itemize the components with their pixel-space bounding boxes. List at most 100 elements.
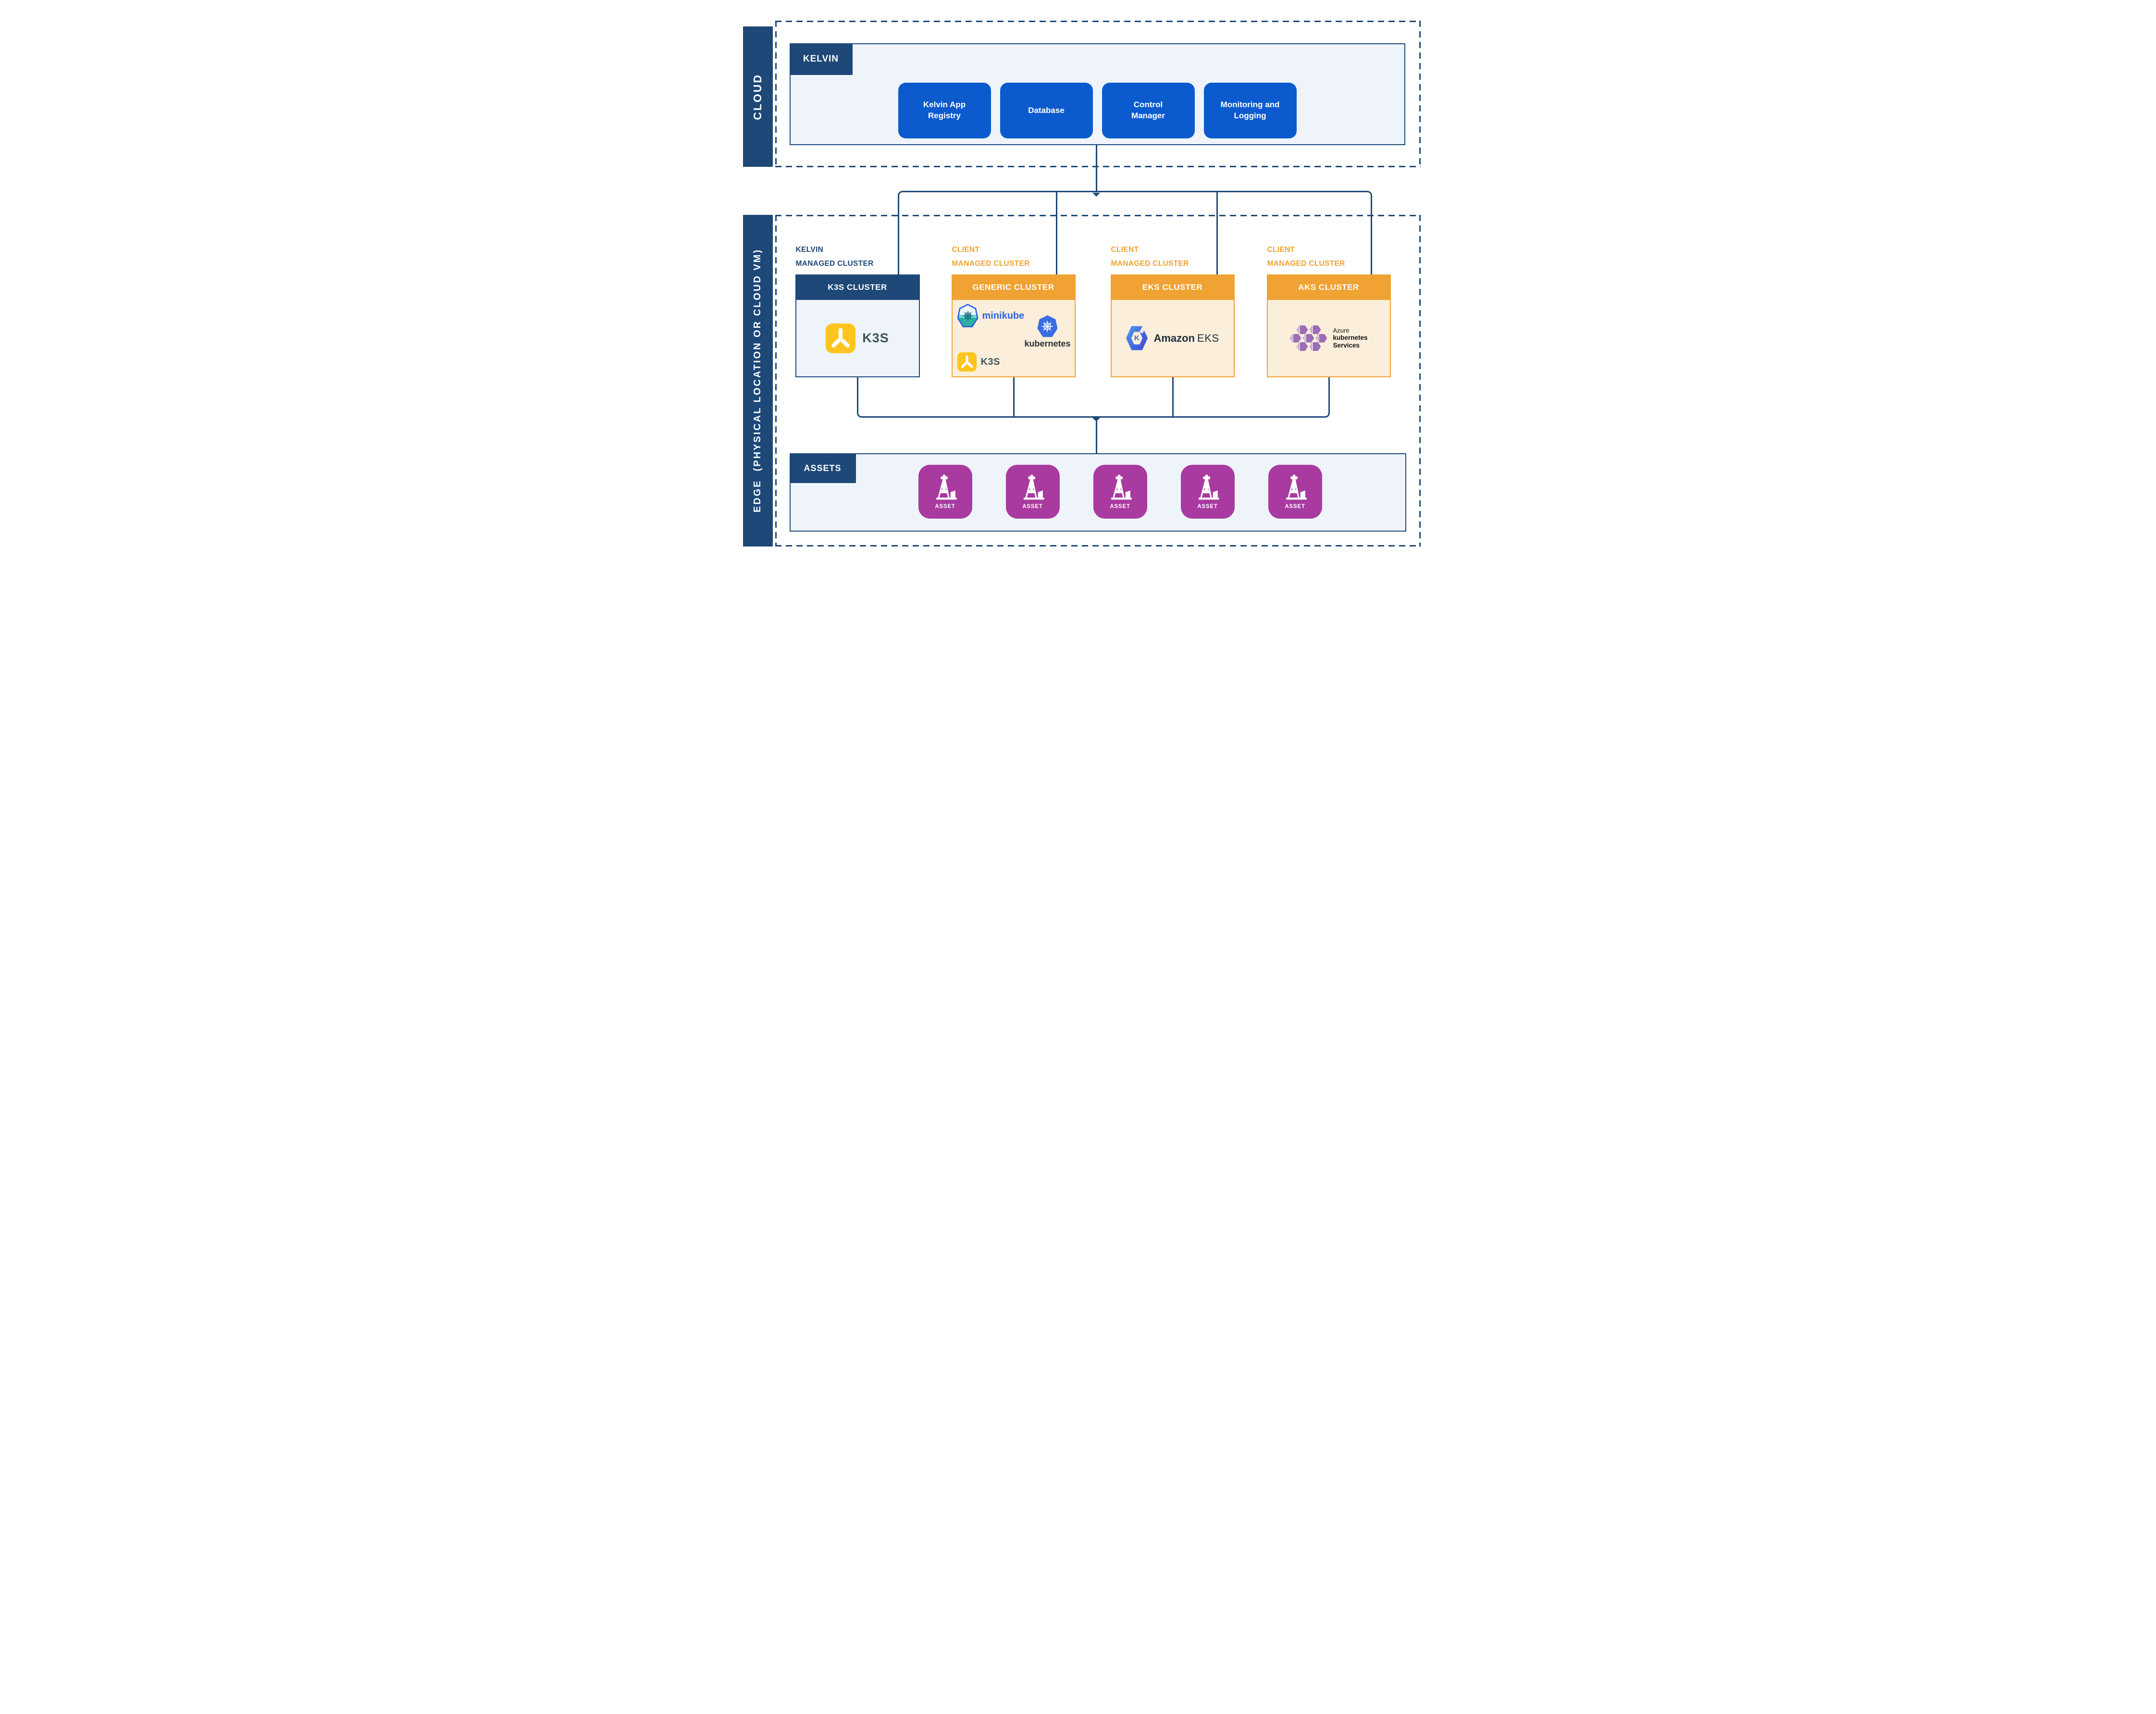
aks-cluster-body: Azure kubernetes Services	[1266, 300, 1391, 377]
k3s-wordmark: K3S	[980, 356, 1000, 367]
connector-assets-drop	[1095, 416, 1097, 454]
group-label-line2: MANAGED CLUSTER	[952, 259, 1030, 268]
k3s-logo-group: K3S	[957, 352, 1000, 372]
asset-tile: ASSET	[918, 465, 972, 519]
kubernetes-wordmark: kubernetes	[1024, 339, 1071, 348]
cloud-region	[775, 21, 1421, 167]
kelvin-tab: KELVIN	[789, 43, 853, 75]
generic-cluster-body: minikube kubernetes	[951, 300, 1076, 377]
kelvin-app-registry-node: Kelvin App Registry	[898, 83, 991, 138]
kubernetes-logo-group: kubernetes	[1024, 315, 1071, 349]
eks-cluster-header: EKS CLUSTER	[1110, 274, 1235, 300]
k3s-wordmark: K3S	[862, 331, 889, 345]
group-label-line1: CLIENT	[1267, 246, 1295, 254]
amazon-eks-icon: K	[1126, 326, 1148, 350]
kelvin-panel: KELVIN Kelvin App Registry Database Cont…	[789, 43, 1405, 145]
monitoring-logging-node: Monitoring and Logging	[1203, 83, 1297, 138]
oil-derrick-icon	[1023, 474, 1044, 500]
connector-rise-eks	[1172, 377, 1174, 417]
oil-derrick-icon	[1198, 474, 1219, 500]
database-node: Database	[1000, 83, 1093, 138]
services-text: Services	[1333, 342, 1360, 349]
asset-label: ASSET	[1110, 503, 1130, 509]
eks-icon-letter: K	[1131, 332, 1143, 345]
edge-region-label: EDGE (PHYSICAL LOCATION OR CLOUD VM)	[752, 248, 763, 513]
edge-region-border-top	[775, 215, 1421, 216]
kelvin-services-row: Kelvin App Registry Database Control Man…	[791, 83, 1404, 138]
azure-text: Azure	[1333, 326, 1350, 334]
minikube-wordmark: minikube	[982, 310, 1025, 321]
connector-rise-generic	[1013, 377, 1015, 417]
assets-panel: ASSETS ASSET	[789, 453, 1406, 532]
connector-arrow-bottom	[1092, 418, 1100, 422]
amazon-eks-wordmark: Amazon EKS	[1153, 332, 1219, 345]
generic-cluster-header: GENERIC CLUSTER	[951, 274, 1076, 300]
assets-tab-label: ASSETS	[804, 463, 842, 473]
eks-cluster-box: EKS CLUSTER K Amazon EKS	[1110, 274, 1235, 377]
cloud-region-label: CLOUD	[751, 73, 764, 120]
oil-derrick-icon	[936, 474, 957, 500]
kubernetes-wheel-icon	[1041, 321, 1053, 332]
connector-drop-generic	[1055, 192, 1057, 274]
k3s-icon	[826, 323, 856, 353]
group-label-line2: MANAGED CLUSTER	[1267, 259, 1345, 268]
control-manager-node: Control Manager	[1102, 83, 1195, 138]
edge-sidebar: EDGE (PHYSICAL LOCATION OR CLOUD VM)	[743, 215, 773, 546]
generic-cluster-box: GENERIC CLUSTER minikube	[951, 274, 1076, 377]
connector-arrow-top	[1092, 193, 1100, 197]
group-label-line2: MANAGED CLUSTER	[795, 259, 874, 268]
aks-cluster-header: AKS CLUSTER	[1266, 274, 1391, 300]
group-label-line1: KELVIN	[795, 246, 823, 254]
oil-derrick-icon	[1286, 474, 1307, 500]
k3s-icon	[957, 352, 977, 372]
group-label-line1: CLIENT	[1111, 246, 1139, 254]
aks-cluster-box: AKS CLUSTER Azure kubernetes Services	[1266, 274, 1391, 377]
assets-tab: ASSETS	[789, 453, 856, 483]
aks-cluster-group-label: CLIENT MANAGED CLUSTER	[1267, 243, 1345, 271]
azure-kubernetes-icon	[1289, 325, 1328, 351]
cloud-region-border-bottom	[775, 166, 1421, 167]
connector-bottom-trunk	[856, 377, 1330, 418]
generic-cluster-group-label: CLIENT MANAGED CLUSTER	[952, 243, 1030, 271]
minikube-icon	[957, 304, 979, 327]
cloud-region-border-top	[775, 21, 1421, 22]
k3s-cluster-group-label: KELVIN MANAGED CLUSTER	[796, 243, 874, 271]
k3s-cluster-box: K3S CLUSTER K3S	[795, 274, 920, 377]
asset-tile: ASSET	[1093, 465, 1147, 519]
edge-region-border-bottom	[775, 545, 1421, 546]
group-label-line1: CLIENT	[952, 246, 980, 254]
cloud-region-border-right	[1419, 21, 1421, 167]
azure-kubernetes-wordmark: Azure kubernetes Services	[1333, 327, 1367, 350]
eks-text: EKS	[1197, 332, 1219, 344]
connector-top-trunk	[897, 191, 1372, 274]
kubernetes-icon	[1037, 315, 1058, 337]
k3s-cluster-body: K3S	[795, 300, 920, 377]
cloud-region-border-left	[775, 21, 777, 167]
eks-cluster-group-label: CLIENT MANAGED CLUSTER	[1111, 243, 1189, 271]
asset-label: ASSET	[1022, 503, 1043, 509]
assets-row: ASSET ASSET	[918, 465, 1322, 519]
group-label-line2: MANAGED CLUSTER	[1111, 259, 1189, 268]
connector-drop-eks	[1216, 192, 1218, 274]
kubernetes-text: kubernetes	[1333, 334, 1368, 342]
eks-cluster-body: K Amazon EKS	[1110, 300, 1235, 377]
minikube-logo-group: minikube	[957, 304, 1025, 328]
kelvin-tab-label: KELVIN	[803, 54, 839, 64]
edge-region-border-left	[775, 215, 777, 546]
edge-region	[775, 215, 1421, 546]
edge-region-border-right	[1419, 215, 1421, 546]
asset-tile: ASSET	[1268, 465, 1322, 519]
eks-icon-ring-gap	[1140, 326, 1146, 334]
connector-cloud-drop	[1095, 144, 1097, 192]
asset-label: ASSET	[935, 503, 955, 509]
asset-tile: ASSET	[1180, 465, 1235, 519]
k3s-cluster-header: K3S CLUSTER	[795, 274, 920, 300]
asset-label: ASSET	[1285, 503, 1305, 509]
amazon-text: Amazon	[1153, 332, 1195, 344]
oil-derrick-icon	[1111, 474, 1132, 500]
minikube-wheel-icon	[963, 311, 973, 321]
cloud-sidebar: CLOUD	[743, 26, 773, 167]
asset-tile: ASSET	[1005, 465, 1060, 519]
architecture-diagram: CLOUD KELVIN Kelvin App Registry Databas…	[719, 0, 1437, 571]
asset-label: ASSET	[1197, 503, 1218, 509]
